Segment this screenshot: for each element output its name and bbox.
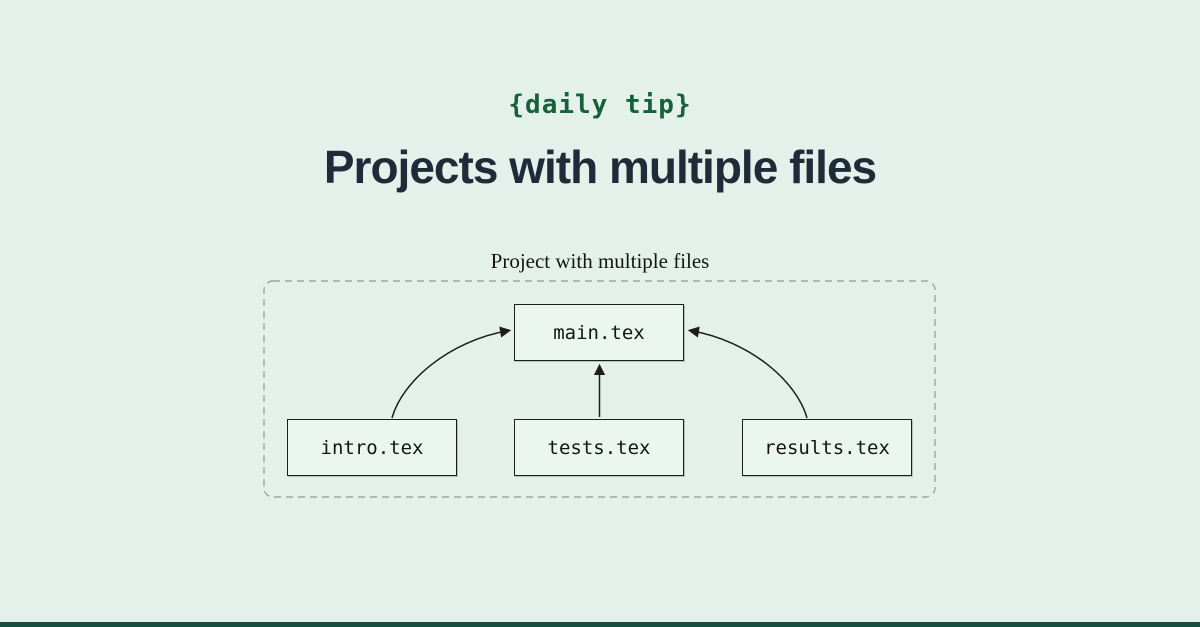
node-intro-tex: intro.tex	[287, 419, 457, 476]
kicker-text: {daily tip}	[508, 90, 692, 120]
edge-intro-to-main	[391, 326, 512, 419]
node-tests-label: tests.tex	[547, 436, 651, 459]
diagram-container-border	[263, 280, 936, 498]
footer-accent-bar	[0, 622, 1200, 627]
node-tests-tex: tests.tex	[514, 419, 684, 476]
edge-results-to-main	[687, 326, 808, 419]
node-main-tex: main.tex	[514, 304, 684, 361]
node-main-label: main.tex	[553, 321, 645, 344]
node-results-tex: results.tex	[742, 419, 912, 476]
node-intro-label: intro.tex	[320, 436, 424, 459]
node-results-label: results.tex	[764, 436, 890, 459]
diagram-caption: Project with multiple files	[490, 249, 710, 273]
page-title: Projects with multiple files	[323, 141, 877, 193]
